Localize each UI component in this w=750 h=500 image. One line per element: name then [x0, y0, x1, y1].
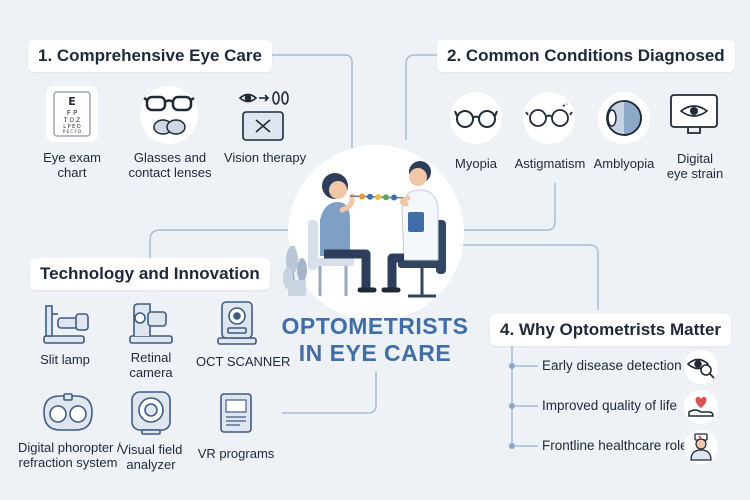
heart-hand-icon [684, 390, 718, 424]
myopia-label: Myopia [455, 156, 497, 171]
vision-therapy-label: Vision therapy [223, 150, 307, 165]
technology-heading: Technology and Innovation [30, 258, 270, 290]
oct-scanner-icon [212, 298, 262, 346]
conditions-heading: 2. Common Conditions Diagnosed [437, 40, 735, 72]
why-item-frontline: Frontline healthcare role [542, 438, 688, 453]
bullet-dot [509, 443, 515, 449]
why-item-quality-of-life: Improved quality of life [542, 398, 678, 413]
why-item-early-detection: Early disease detection [542, 358, 682, 373]
retinal-camera-icon [126, 300, 176, 346]
bullet-dot [509, 363, 515, 369]
eye-chart-icon: E F P T O Z L P E D P E C F D [46, 86, 98, 142]
svg-text:L P E D: L P E D [63, 124, 81, 130]
astigmatism-icon [523, 92, 575, 144]
optometrist-patient-illustration [283, 161, 446, 298]
care-heading: 1. Comprehensive Eye Care [28, 40, 272, 72]
nurse-icon [684, 430, 718, 464]
phoropter-icon [40, 392, 96, 434]
slit-lamp-icon [38, 300, 94, 346]
main-title: OPTOMETRISTS IN EYE CARE [281, 313, 469, 366]
eyeball-icon [598, 92, 650, 144]
why-heading: 4. Why Optometrists Matter [490, 314, 732, 346]
svg-text:T O Z: T O Z [63, 117, 80, 124]
oct-scanner-label: OCT SCANNER [196, 354, 291, 369]
phoropter-label: Digital phoropter /refraction system [18, 440, 121, 470]
monitor-eye-icon [668, 92, 720, 138]
slit-lamp-label: Slit lamp [40, 352, 90, 367]
svg-text:P E C F D: P E C F D [63, 129, 81, 134]
visual-field-icon [128, 388, 174, 436]
vr-programs-label: VR programs [197, 446, 275, 461]
bullet-dot [509, 403, 515, 409]
eye-magnifier-icon [684, 350, 718, 384]
vision-therapy-icon [236, 88, 292, 144]
svg-text:E: E [68, 95, 76, 108]
astigmatism-label: Astigmatism [514, 156, 586, 171]
svg-text:F P: F P [67, 109, 77, 117]
tablet-icon [218, 392, 254, 434]
myopia-glasses-icon [450, 92, 502, 144]
amblyopia-label: Amblyopia [593, 156, 655, 171]
glasses-icon [140, 86, 198, 144]
